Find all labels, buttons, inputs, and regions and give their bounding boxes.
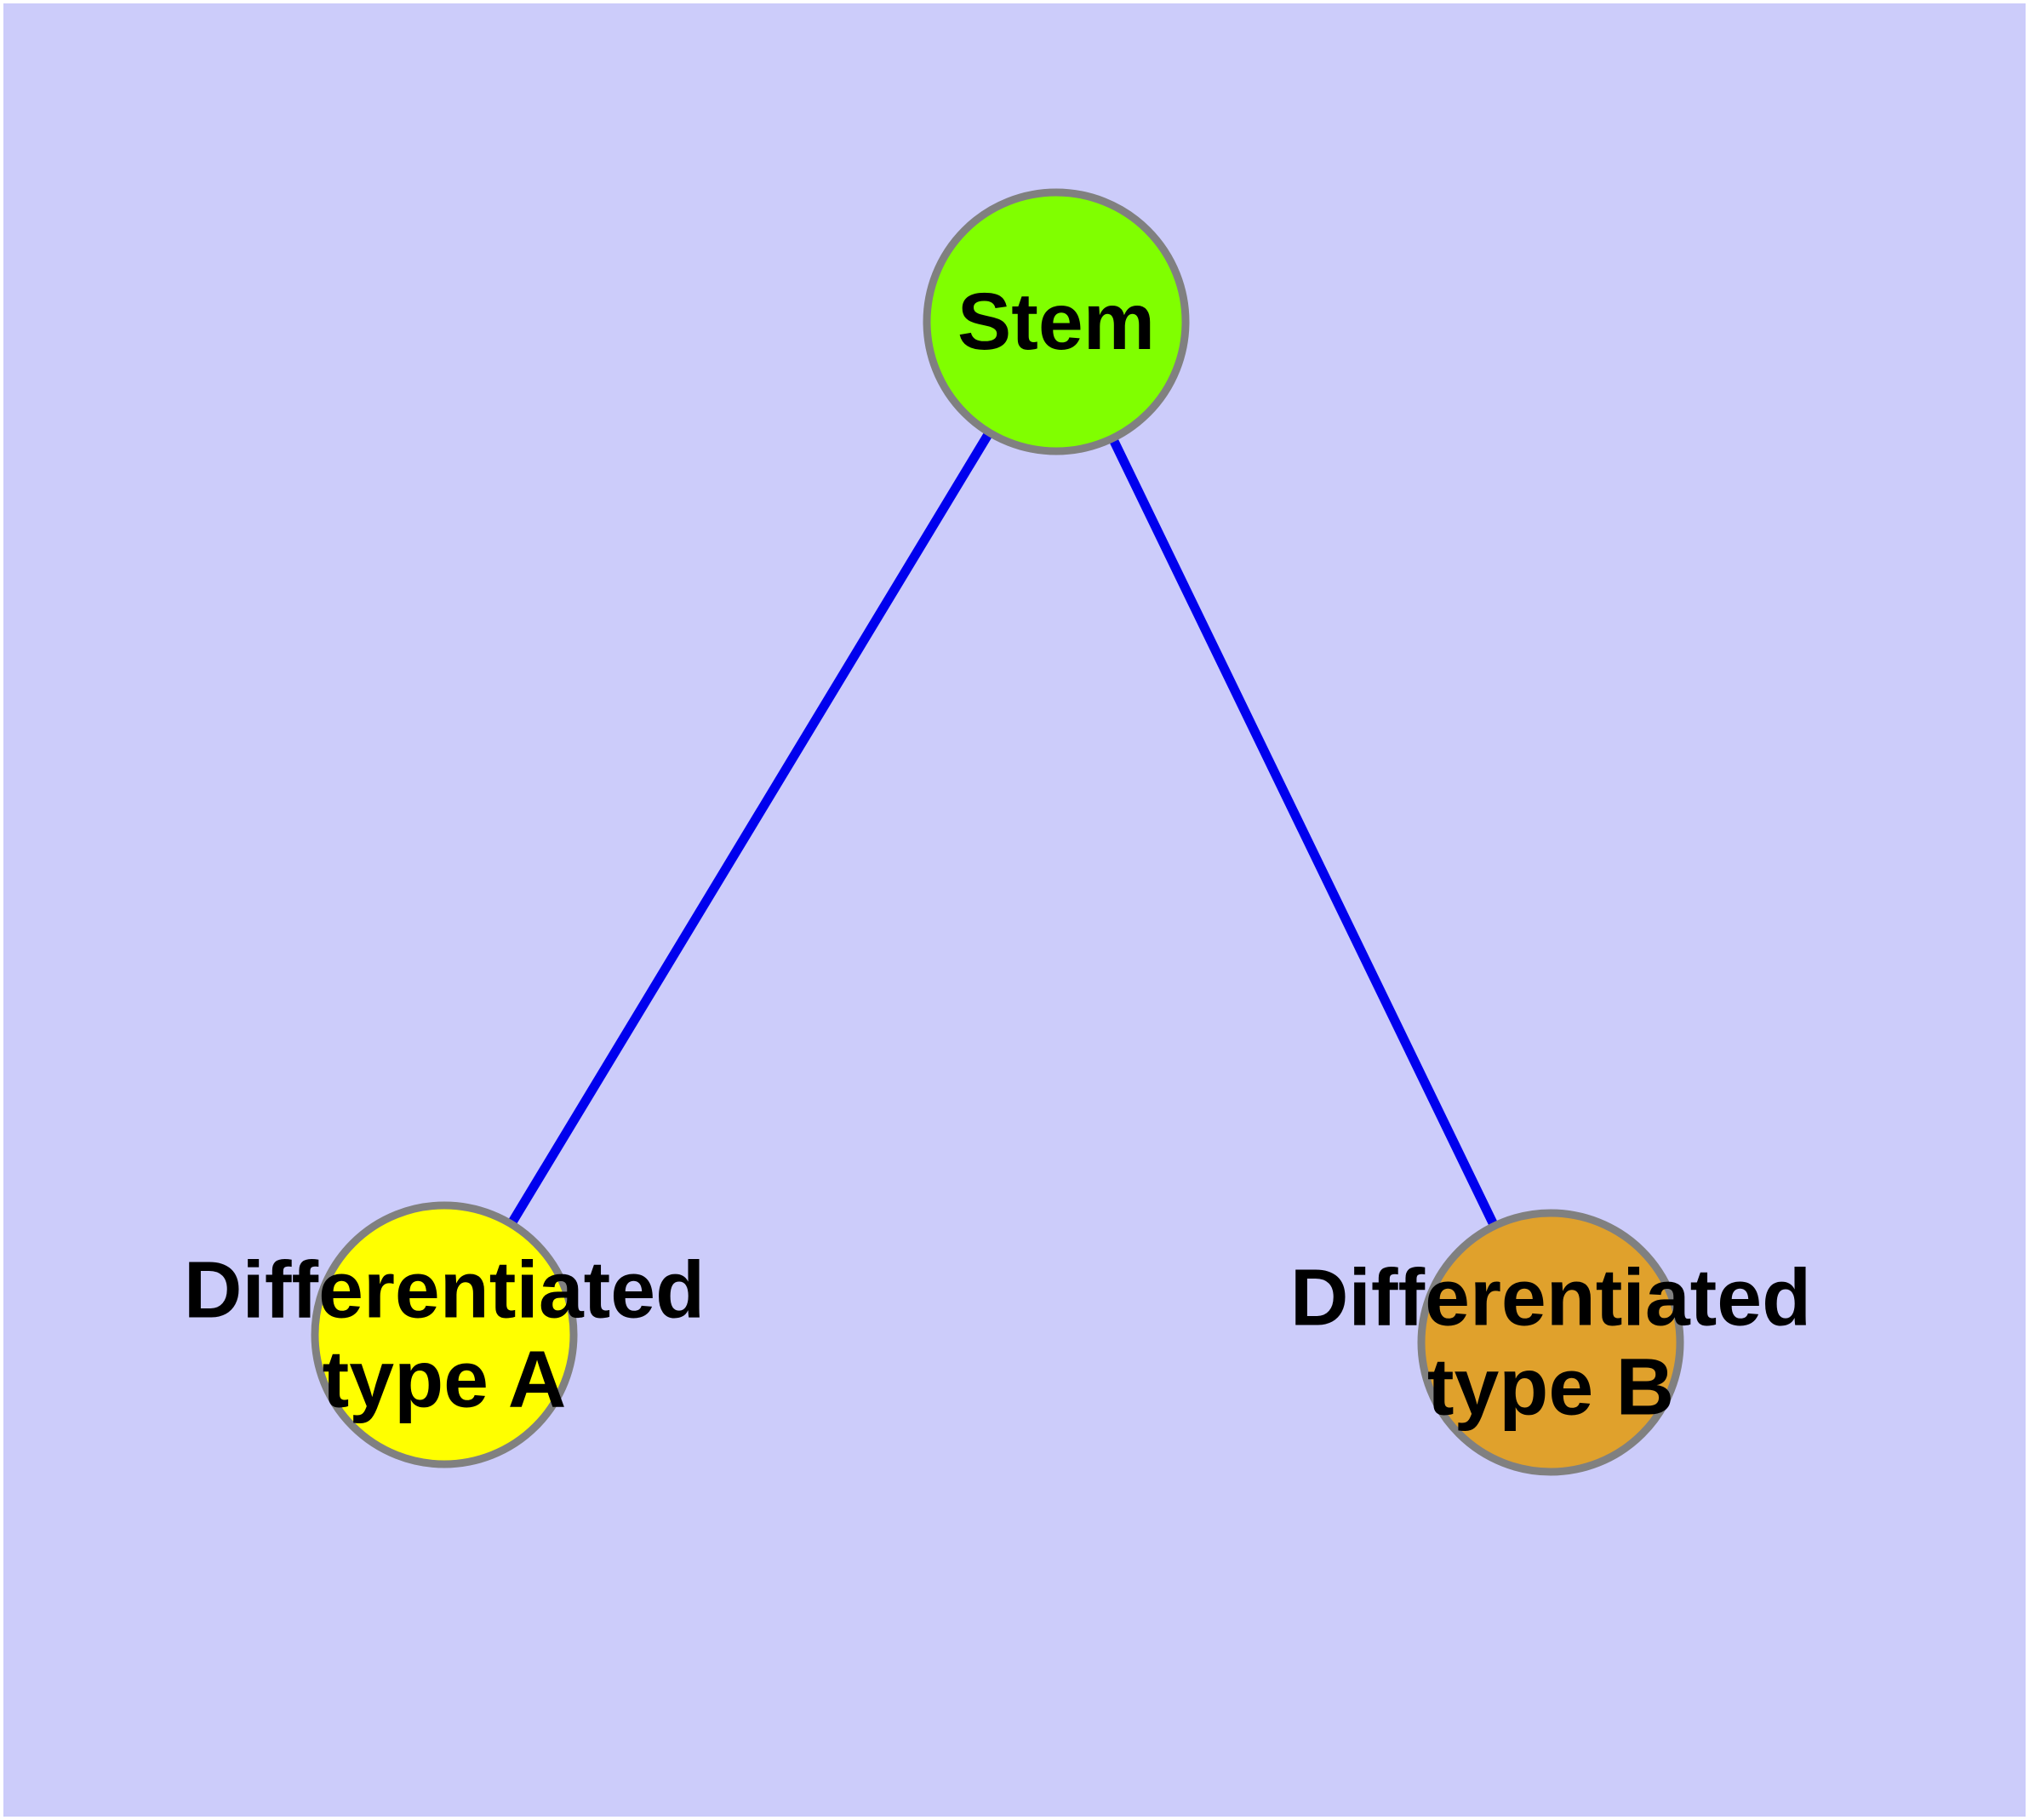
graph-node-label-line: Stem bbox=[957, 277, 1155, 367]
graph-node-label-stem: Stem bbox=[957, 277, 1155, 367]
edges-layer bbox=[440, 319, 1555, 1345]
graph-node-label-line: Differentiated bbox=[184, 1245, 705, 1336]
graph-node-label-line: type B bbox=[1427, 1342, 1674, 1433]
graph-edge-stem-to-diff-a[interactable] bbox=[440, 319, 1060, 1337]
graph-edge-stem-to-diff-b[interactable] bbox=[1052, 319, 1555, 1345]
graph-node-stem[interactable] bbox=[923, 188, 1190, 455]
nodes-layer bbox=[311, 188, 1684, 1476]
graph-node-label-line: Differentiated bbox=[1290, 1253, 1811, 1343]
graph-node-diff-b[interactable] bbox=[1417, 1209, 1684, 1476]
graph-node-diff-a[interactable] bbox=[311, 1201, 578, 1468]
graph-node-label-line: type A bbox=[323, 1335, 567, 1425]
